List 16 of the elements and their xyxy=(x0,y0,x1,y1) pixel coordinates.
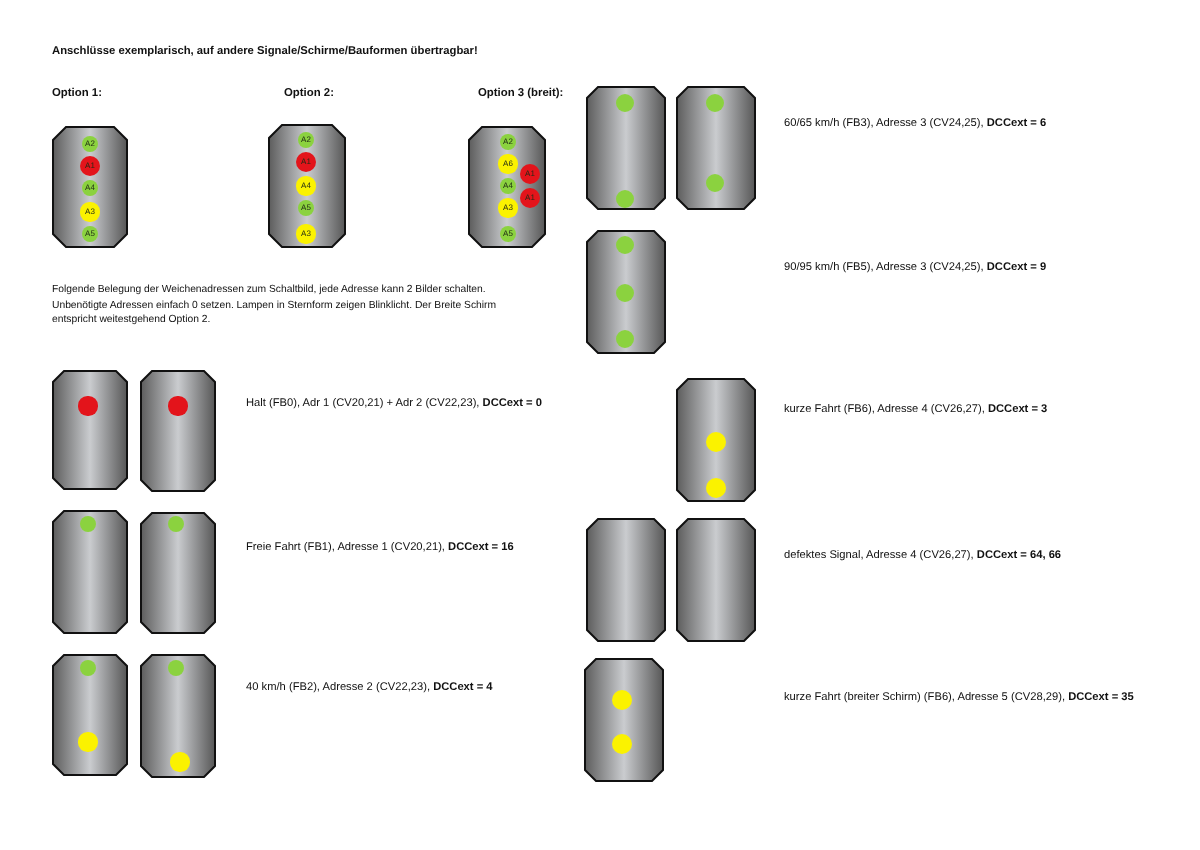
signal-screen xyxy=(140,370,216,492)
signal-screen xyxy=(52,370,128,490)
signal-screen xyxy=(586,86,666,210)
signal-screen xyxy=(52,126,128,248)
signal-screen xyxy=(468,126,546,248)
signal-screen xyxy=(586,230,666,354)
signal-screen xyxy=(676,378,756,502)
signal-screen xyxy=(676,518,756,642)
signal-screen xyxy=(676,86,756,210)
signal-screen xyxy=(586,518,666,642)
signal-screen xyxy=(584,658,664,782)
signal-screen xyxy=(140,654,216,778)
signal-screen xyxy=(52,654,128,776)
signal-screen xyxy=(268,124,346,248)
signal-screen xyxy=(52,510,128,634)
signal-screen xyxy=(140,512,216,634)
